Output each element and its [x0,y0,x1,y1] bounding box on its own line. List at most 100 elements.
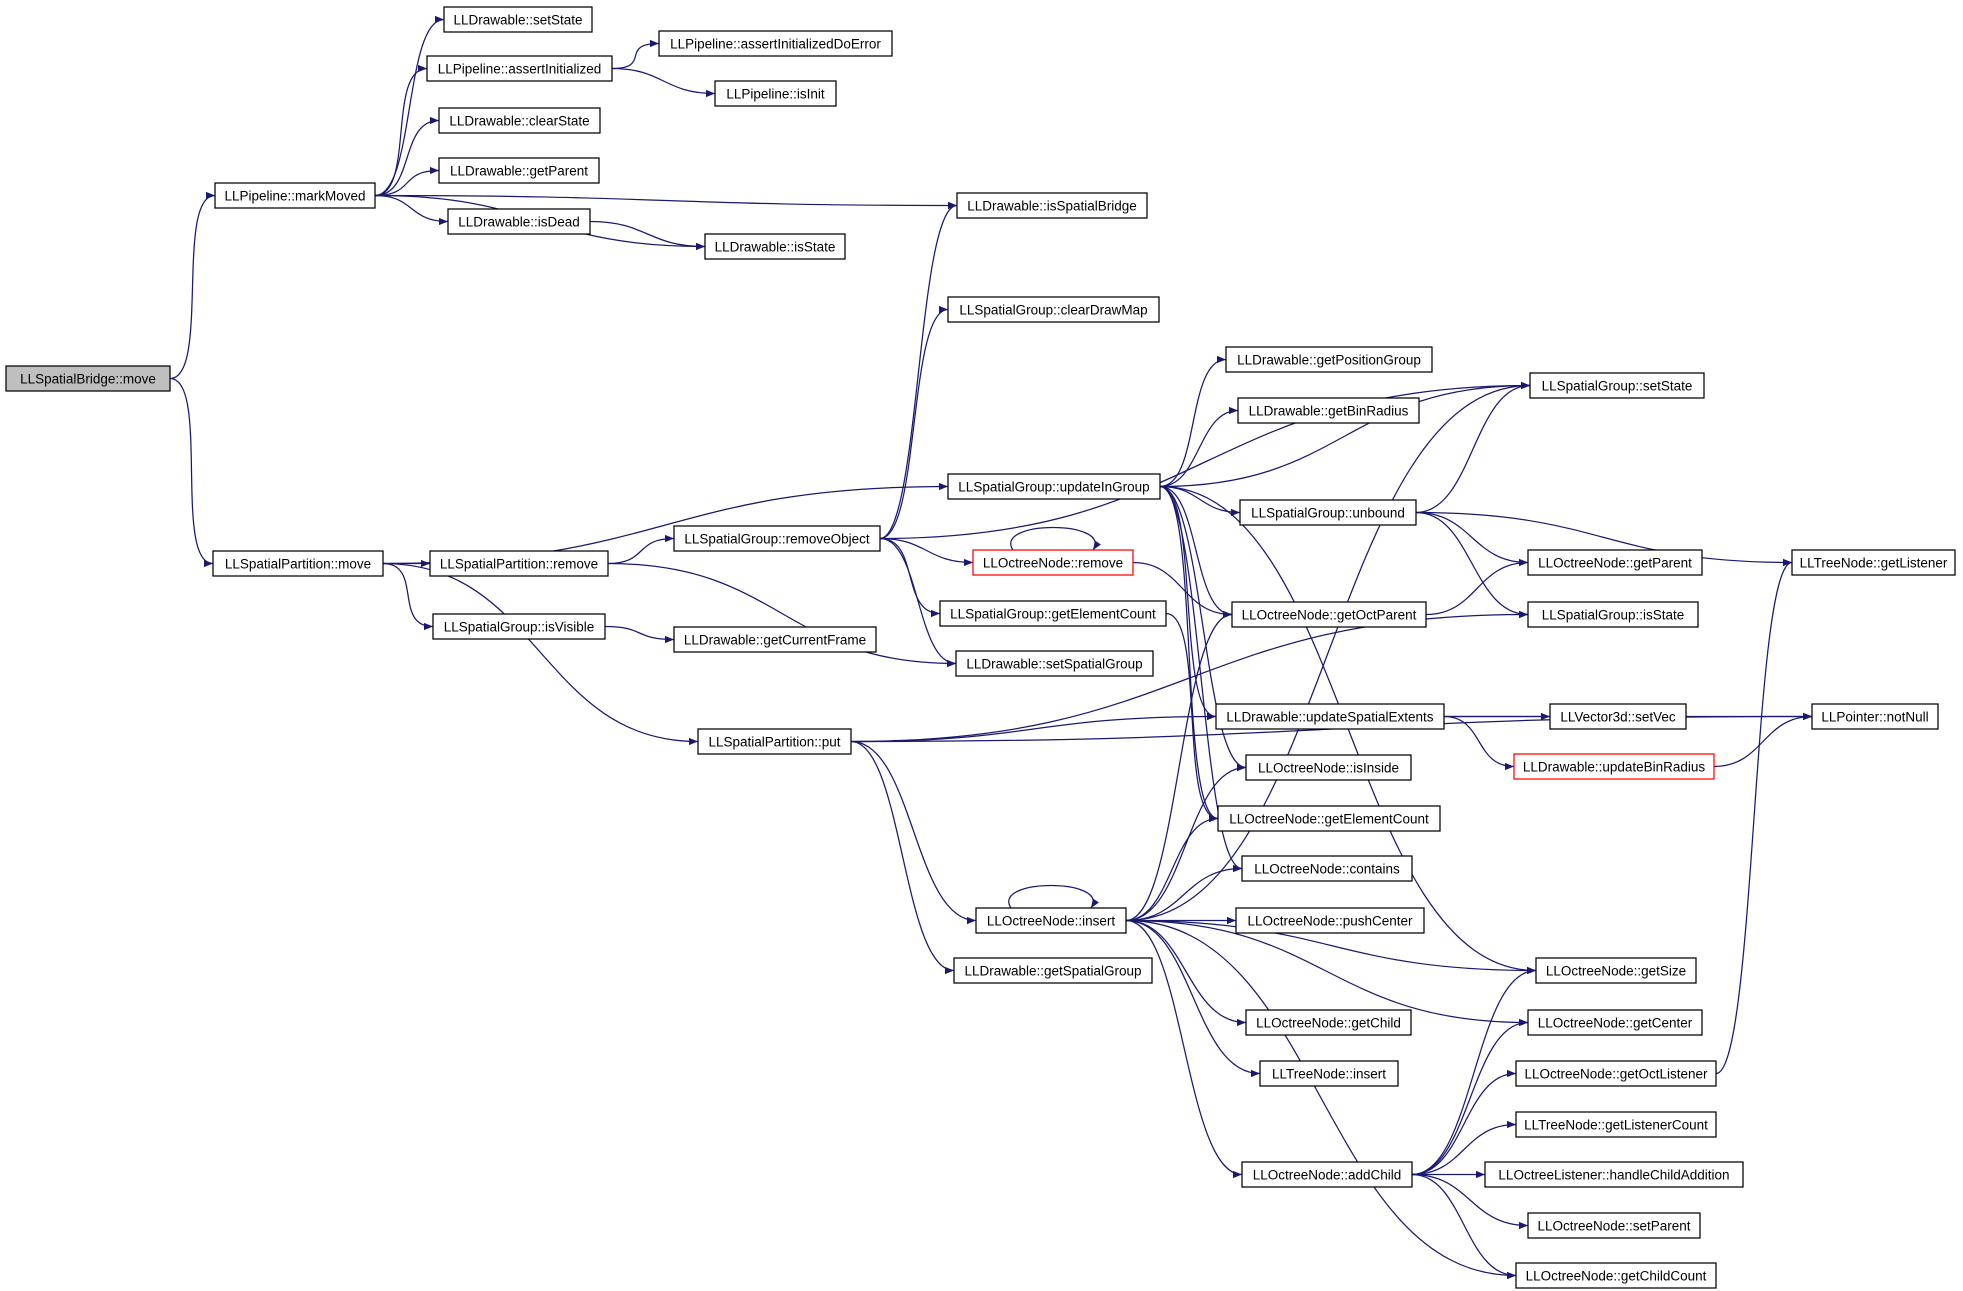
node-llspatialgroup-isstate[interactable]: LLSpatialGroup::isState [1527,601,1699,628]
node-llpipeline-markmoved[interactable]: LLPipeline::markMoved [214,182,376,209]
node-llspatialgroup-removeobject[interactable]: LLSpatialGroup::removeObject [673,525,881,552]
edge-n46-to-n45 [1411,1120,1517,1176]
node-lloctreenode-getelementcount[interactable]: LLOctreeNode::getElementCount [1217,805,1441,832]
node-llpipeline-isinit[interactable]: LLPipeline::isInit [714,80,837,107]
node-box [1225,346,1433,373]
node-llspatialgroup-cleardrawmap[interactable]: LLSpatialGroup::clearDrawMap [947,296,1160,323]
node-lloctreenode-getchild[interactable]: LLOctreeNode::getChild [1245,1009,1412,1036]
node-llpipeline-assertinitializeddoerror[interactable]: LLPipeline::assertInitializedDoError [658,30,893,57]
node-lldrawable-clearstate[interactable]: LLDrawable::clearState [438,107,601,134]
node-lloctreenode-contains[interactable]: LLOctreeNode::contains [1241,855,1413,882]
node-lldrawable-updatebinradius[interactable]: LLDrawable::updateBinRadius [1513,753,1715,780]
node-llspatialgroup-isvisible[interactable]: LLSpatialGroup::isVisible [432,613,606,640]
edge-n37-to-n40 [1125,919,1537,975]
node-box [1245,1009,1412,1036]
node-llspatialpartition-remove[interactable]: LLSpatialPartition::remove [429,550,609,577]
node-box [972,549,1134,576]
edge-n33-to-n31 [1713,712,1813,768]
node-label: LLDrawable::isSpatialBridge [967,199,1137,214]
node-box [658,30,893,57]
node-label: LLDrawable::isDead [458,215,580,230]
node-lldrawable-getcurrentframe[interactable]: LLDrawable::getCurrentFrame [673,626,877,653]
edge-n1-to-n7 [374,166,440,197]
node-lloctreenode-getcenter[interactable]: LLOctreeNode::getCenter [1527,1009,1703,1036]
node-lldrawable-isstate[interactable]: LLDrawable::isState [704,233,846,260]
node-llspatialgroup-getelementcount[interactable]: LLSpatialGroup::getElementCount [939,600,1167,627]
node-lltreenode-getlistener[interactable]: LLTreeNode::getListener [1791,549,1956,576]
node-llpointer-notnull[interactable]: LLPointer::notNull [1811,703,1939,730]
node-lloctreenode-addchild[interactable]: LLOctreeNode::addChild [1241,1161,1413,1188]
node-lldrawable-getpositiongroup[interactable]: LLDrawable::getPositionGroup [1225,346,1433,373]
node-lloctreenode-getoctparent[interactable]: LLOctreeNode::getOctParent [1231,601,1427,628]
node-lldrawable-isdead[interactable]: LLDrawable::isDead [447,208,591,235]
node-lloctreenode-remove[interactable]: LLOctreeNode::remove [972,549,1134,576]
node-lloctreenode-getoctlistener[interactable]: LLOctreeNode::getOctListener [1515,1060,1717,1087]
edges-layer [169,15,1813,1280]
node-box [1241,1161,1413,1188]
node-box [447,208,591,235]
edge-n20-to-n24 [1132,561,1233,619]
node-lloctreenode-setparent[interactable]: LLOctreeNode::setParent [1527,1212,1701,1239]
node-lloctreenode-pushcenter[interactable]: LLOctreeNode::pushCenter [1235,907,1425,934]
node-label: LLOctreeNode::isInside [1258,761,1399,776]
edge-n15-to-n13 [1159,381,1531,488]
node-lloctreenode-getchildcount[interactable]: LLOctreeNode::getChildCount [1515,1262,1717,1289]
edge-n16-to-n22 [1415,511,1793,567]
edge-n18-to-n19 [607,534,675,565]
node-label: LLSpatialPartition::remove [440,557,598,572]
node-llspatialgroup-updateingroup[interactable]: LLSpatialGroup::updateInGroup [947,473,1161,500]
node-llspatialgroup-setstate[interactable]: LLSpatialGroup::setState [1529,372,1705,399]
node-lldrawable-getspatialgroup[interactable]: LLDrawable::getSpatialGroup [953,957,1153,984]
node-lldrawable-getparent[interactable]: LLDrawable::getParent [438,157,600,184]
node-box [443,6,593,33]
node-lltreenode-getlistenercount[interactable]: LLTreeNode::getListenerCount [1515,1111,1717,1138]
edge-n32-to-n29 [850,712,1217,743]
node-lldrawable-updatespatialextents[interactable]: LLDrawable::updateSpatialExtents [1215,703,1445,730]
node-label: LLSpatialGroup::setState [1542,379,1693,394]
node-lldrawable-setstate[interactable]: LLDrawable::setState [443,6,593,33]
node-lldrawable-getbinradius[interactable]: LLDrawable::getBinRadius [1237,397,1420,424]
edge-n3-to-n5 [611,67,716,98]
node-llspatialgroup-unbound[interactable]: LLSpatialGroup::unbound [1239,499,1417,526]
node-label: LLSpatialGroup::isVisible [444,620,595,635]
node-box [704,233,846,260]
edge-n29-to-n33 [1443,715,1515,771]
edge-n1-to-n2 [374,15,445,197]
node-lldrawable-setspatialgroup[interactable]: LLDrawable::setSpatialGroup [955,650,1154,677]
node-lloctreenode-getsize[interactable]: LLOctreeNode::getSize [1535,957,1697,984]
node-lloctreenode-getparent[interactable]: LLOctreeNode::getParent [1527,549,1703,576]
node-lldrawable-isspatialbridge[interactable]: LLDrawable::isSpatialBridge [956,192,1148,219]
node-label: LLDrawable::isState [715,240,836,255]
node-label: LLSpatialGroup::unbound [1251,506,1405,521]
edge-n19-to-n20 [879,537,974,567]
edge-n15-to-n35 [1159,485,1219,823]
node-label: LLDrawable::getParent [450,164,588,179]
edge-n16-to-n13 [1415,381,1531,514]
node-lltreenode-insert[interactable]: LLTreeNode::insert [1259,1060,1399,1087]
edge-n0-to-n1 [169,191,216,380]
node-box [1527,601,1699,628]
node-llpipeline-assertinitialized[interactable]: LLPipeline::assertInitialized [426,55,613,82]
node-llspatialpartition-move[interactable]: LLSpatialPartition::move [212,550,384,577]
node-box [1515,1060,1717,1087]
node-lloctreelistener-handlechildaddition[interactable]: LLOctreeListener::handleChildAddition [1484,1161,1744,1188]
edge-n8-to-n9 [589,220,706,251]
edge-n37-to-n36 [1125,864,1243,922]
node-label: LLOctreeNode::insert [987,914,1116,929]
node-label: LLDrawable::getBinRadius [1249,404,1409,419]
node-label: LLSpatialGroup::updateInGroup [958,480,1149,495]
node-llspatialpartition-put[interactable]: LLSpatialPartition::put [697,728,852,755]
node-lloctreenode-insert[interactable]: LLOctreeNode::insert [975,907,1127,934]
node-llvector3d-setvec[interactable]: LLVector3d::setVec [1549,703,1687,730]
node-lloctreenode-isinside[interactable]: LLOctreeNode::isInside [1245,754,1412,781]
node-box [673,525,881,552]
node-llspatialbridge-move[interactable]: LLSpatialBridge::move [5,365,171,392]
node-label: LLOctreeListener::handleChildAddition [1498,1168,1729,1183]
edge-n15-to-n14 [1159,406,1239,488]
node-label: LLDrawable::updateSpatialExtents [1226,710,1433,725]
node-label: LLOctreeNode::pushCenter [1247,914,1413,929]
node-box [1484,1161,1744,1188]
node-label: LLOctreeNode::remove [983,556,1123,571]
edge-n37-to-n37 [1008,884,1099,909]
